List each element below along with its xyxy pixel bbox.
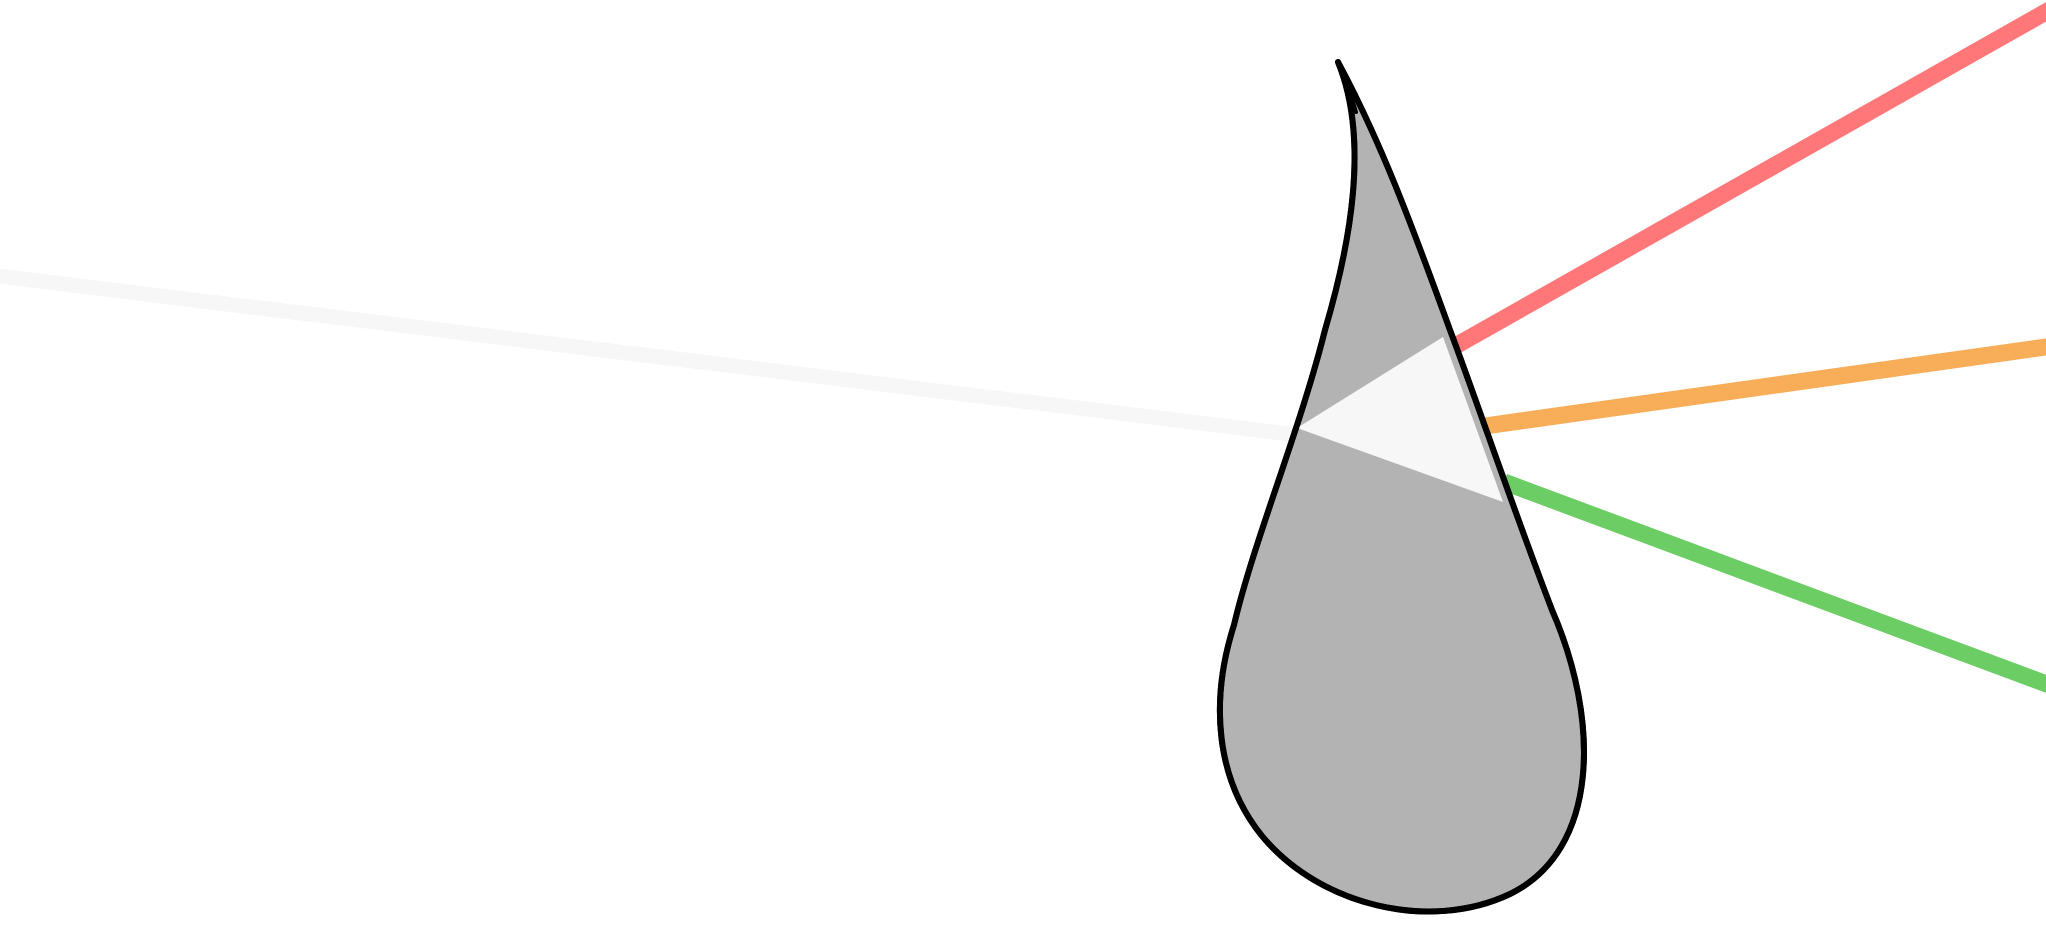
incoming-light-beam xyxy=(0,268,1299,443)
droplet-tip-crease xyxy=(1336,60,1358,114)
green-ray xyxy=(1501,474,2046,693)
red-ray xyxy=(1445,2,2046,357)
orange-ray xyxy=(1476,338,2046,436)
droplet-outline xyxy=(1216,59,1587,915)
refracted-light-inside-droplet xyxy=(1297,337,1503,502)
